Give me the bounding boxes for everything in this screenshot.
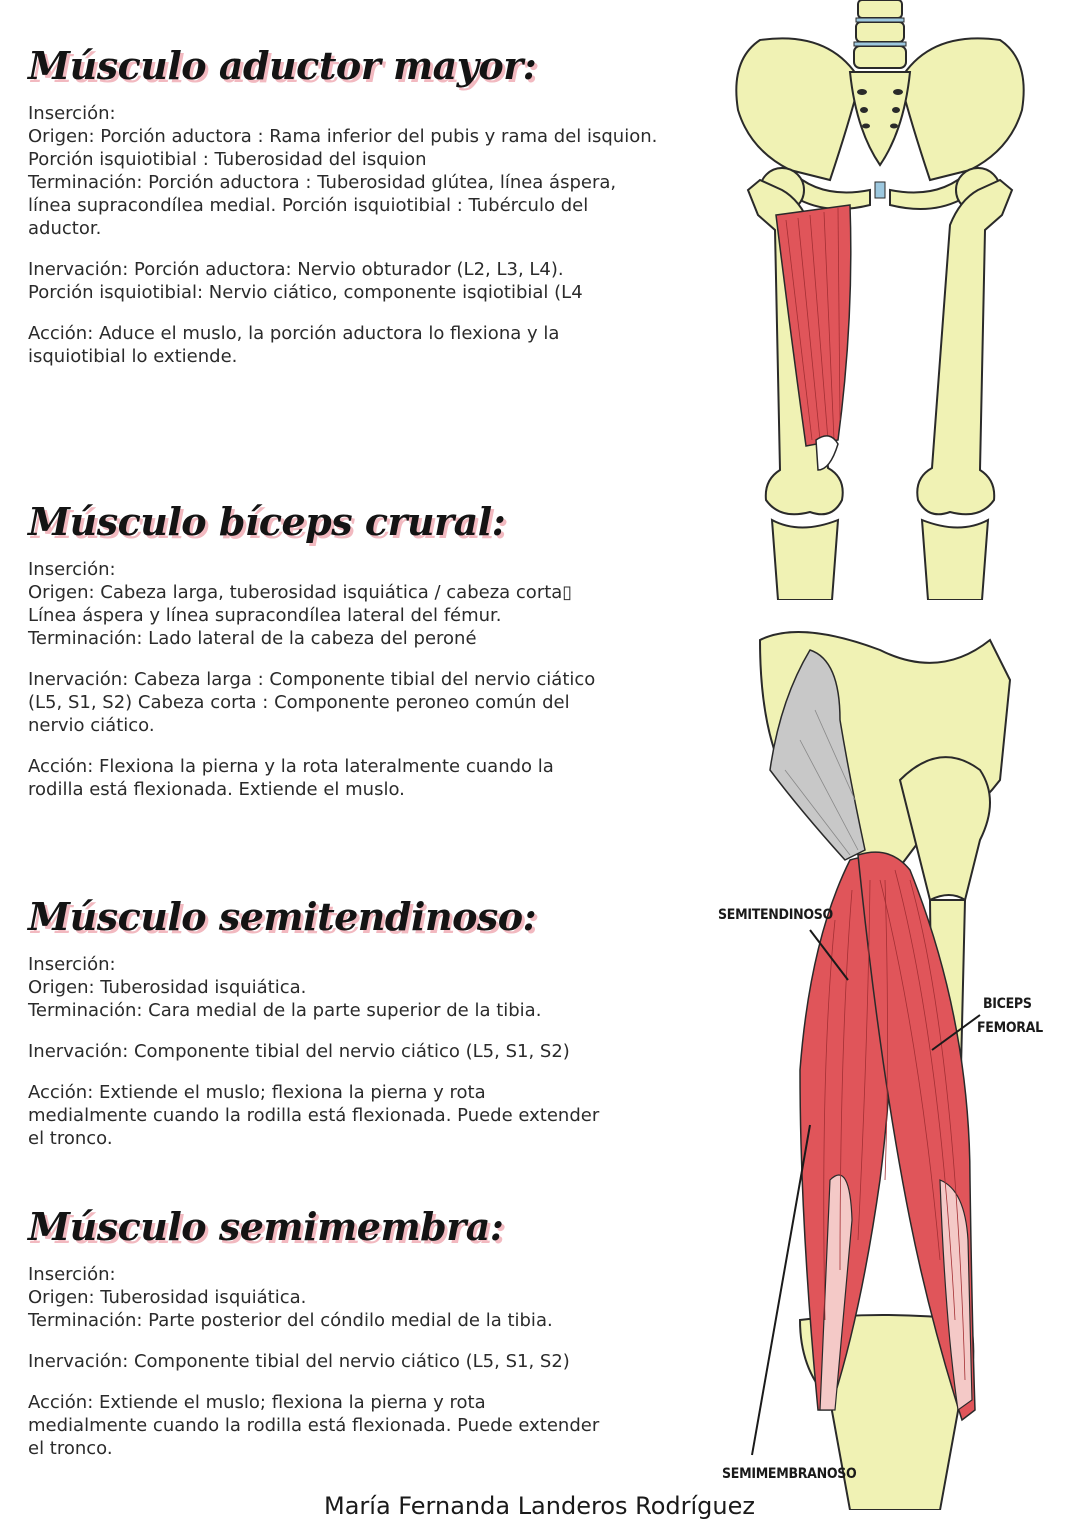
action-line: isquiotibial lo extiende. [28,346,238,367]
insertion-label: Inserción: [28,559,116,580]
action-block: Acción: Extiende el muslo; flexiona la p… [28,1391,708,1460]
termination-line: Terminación: Porción aductora : Tuberosi… [28,172,617,193]
adductor-magnus-muscle [775,204,852,447]
termination-line: Terminación: Parte posterior del cóndilo… [28,1310,553,1331]
action-line: Acción: Flexiona la pierna y la rota lat… [28,756,554,777]
termination-line: Terminación: Cara medial de la parte sup… [28,1000,542,1021]
origin-line: Línea áspera y línea supracondílea later… [28,605,502,626]
action-block: Acción: Flexiona la pierna y la rota lat… [28,755,708,801]
insertion-label: Inserción: [28,103,116,124]
origin-line: Porción isquiotibial : Tuberosidad del i… [28,149,427,170]
section-aductor-mayor: Músculo aductor mayor: Inserción: Origen… [28,44,708,386]
innervation-block: Inervación: Cabeza larga : Componente ti… [28,668,708,737]
section-title: Músculo bíceps crural: [28,499,506,544]
origin-line: Origen: Tuberosidad isquiática. [28,977,307,998]
insertion-label: Inserción: [28,954,116,975]
innervation-line: Inervación: Cabeza larga : Componente ti… [28,669,596,690]
origin-line: Origen: Cabeza larga, tuberosidad isquiá… [28,582,573,603]
action-block: Acción: Extiende el muslo; flexiona la p… [28,1081,708,1150]
section-biceps-crural: Músculo bíceps crural: Inserción: Origen… [28,500,708,819]
innervation-block: Inervación: Componente tibial del nervio… [28,1350,708,1373]
innervation-block: Inervación: Porción aductora: Nervio obt… [28,258,708,304]
action-line: el tronco. [28,1438,113,1459]
label-semimembranoso: SEMIMEMBRANOSO [722,1466,857,1482]
origin-block: Inserción: Origen: Tuberosidad isquiátic… [28,1263,708,1332]
innervation-line: (L5, S1, S2) Cabeza corta : Componente p… [28,692,570,713]
innervation-line: nervio ciático. [28,715,155,736]
innervation-line: Inervación: Componente tibial del nervio… [28,1351,570,1372]
innervation-block: Inervación: Componente tibial del nervio… [28,1040,708,1063]
author-name: María Fernanda Landeros Rodríguez [324,1492,755,1520]
action-block: Acción: Aduce el muslo, la porción aduct… [28,322,708,368]
insertion-label: Inserción: [28,1264,116,1285]
section-title: Músculo semitendinoso: [28,894,537,939]
label-biceps: BICEPS [983,996,1032,1012]
termination-line: Terminación: Lado lateral de la cabeza d… [28,628,477,649]
termination-line: aductor. [28,218,102,239]
termination-line: línea supracondílea medial. Porción isqu… [28,195,589,216]
label-semitendinoso: SEMITENDINOSO [718,907,833,923]
action-line: medialmente cuando la rodilla está flexi… [28,1105,600,1126]
hamstrings-illustration [751,631,1012,1510]
origin-line: Origen: Porción aductora : Rama inferior… [28,126,658,147]
action-line: Acción: Extiende el muslo; flexiona la p… [28,1082,486,1103]
innervation-line: Inervación: Porción aductora: Nervio obt… [28,259,564,280]
innervation-line: Inervación: Componente tibial del nervio… [28,1041,570,1062]
action-line: medialmente cuando la rodilla está flexi… [28,1415,600,1436]
origin-block: Inserción: Origen: Cabeza larga, tuberos… [28,558,708,650]
origin-line: Origen: Tuberosidad isquiática. [28,1287,307,1308]
action-line: Acción: Extiende el muslo; flexiona la p… [28,1392,486,1413]
section-title: Músculo semimembra: [28,1204,504,1249]
section-semimembranoso: Músculo semimembra: Inserción: Origen: T… [28,1205,708,1478]
section-semitendinoso: Músculo semitendinoso: Inserción: Origen… [28,895,708,1168]
origin-block: Inserción: Origen: Tuberosidad isquiátic… [28,953,708,1022]
action-line: Acción: Aduce el muslo, la porción aduct… [28,323,560,344]
pelvis-femur-illustration [735,0,1025,600]
section-title: Músculo aductor mayor: [28,43,537,88]
innervation-line: Porción isquiotibial: Nervio ciático, co… [28,282,583,303]
origin-block: Inserción: Origen: Porción aductora : Ra… [28,102,708,240]
action-line: el tronco. [28,1128,113,1149]
action-line: rodilla está flexionada. Extiende el mus… [28,779,405,800]
label-femoral: FEMORAL [977,1020,1043,1036]
